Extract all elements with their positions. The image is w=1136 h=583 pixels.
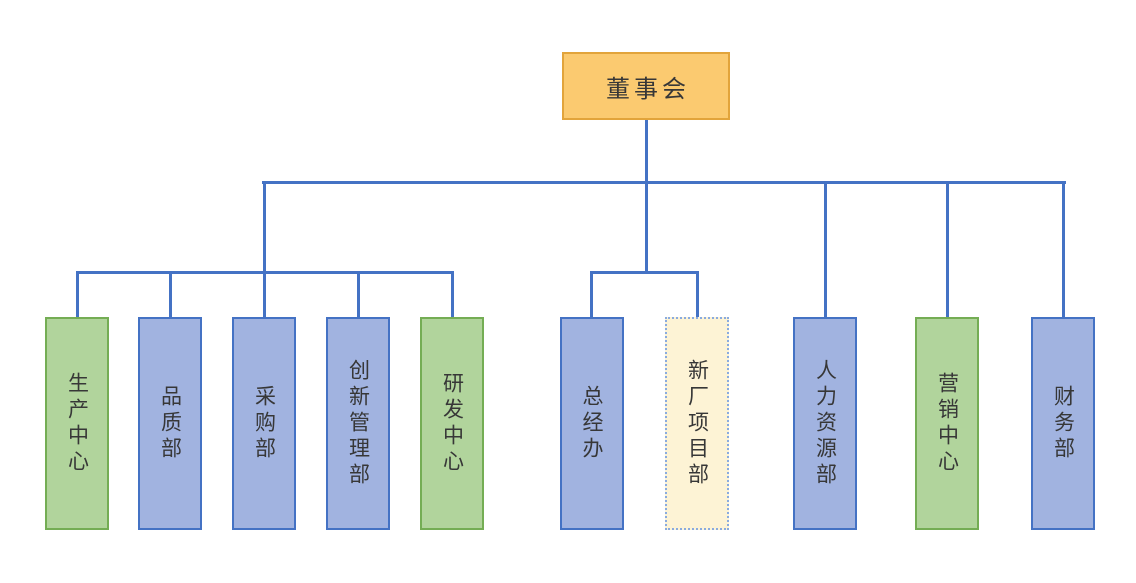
org-node-department-8: 人力资源部	[793, 317, 857, 530]
org-node-label: 生产中心	[65, 371, 90, 476]
connector-vertical-line	[262, 180, 266, 318]
org-node-label: 新厂项目部	[685, 358, 710, 489]
connector-horizontal-line	[75, 270, 454, 274]
org-node-department-9: 营销中心	[915, 317, 979, 530]
org-node-label: 品质部	[158, 384, 183, 463]
org-node-label: 总经办	[580, 384, 604, 463]
connector-horizontal-line	[261, 180, 1066, 184]
org-node-label: 采购部	[252, 384, 277, 463]
connector-vertical-line	[356, 270, 360, 318]
connector-vertical-line	[695, 270, 699, 318]
org-node-department-4: 创新管理部	[326, 317, 390, 530]
org-node-root: 董事会	[562, 52, 730, 120]
connector-vertical-line	[590, 270, 593, 318]
connector-vertical-line	[168, 270, 172, 318]
org-node-department-1: 生产中心	[45, 317, 109, 530]
org-node-department-10: 财务部	[1031, 317, 1095, 530]
connector-vertical-line	[945, 180, 949, 318]
connector-vertical-line	[75, 270, 79, 318]
org-node-label: 研发中心	[440, 371, 465, 476]
org-node-department-2: 品质部	[138, 317, 202, 530]
org-node-department-3: 采购部	[232, 317, 296, 530]
org-node-label: 人力资源部	[813, 358, 838, 489]
org-node-department-5: 研发中心	[420, 317, 484, 530]
connector-vertical-line	[450, 270, 454, 318]
org-node-root-label: 董事会	[606, 74, 690, 103]
org-node-department-7: 新厂项目部	[665, 317, 729, 530]
connector-horizontal-line	[590, 270, 699, 274]
connector-vertical-line	[823, 180, 827, 318]
org-node-label: 营销中心	[935, 371, 960, 476]
connector-vertical-line	[1061, 180, 1065, 318]
org-node-department-6: 总经办	[559, 317, 624, 530]
connector-vertical-line	[644, 120, 648, 274]
org-node-label: 创新管理部	[346, 358, 371, 489]
org-node-label: 财务部	[1051, 384, 1076, 463]
